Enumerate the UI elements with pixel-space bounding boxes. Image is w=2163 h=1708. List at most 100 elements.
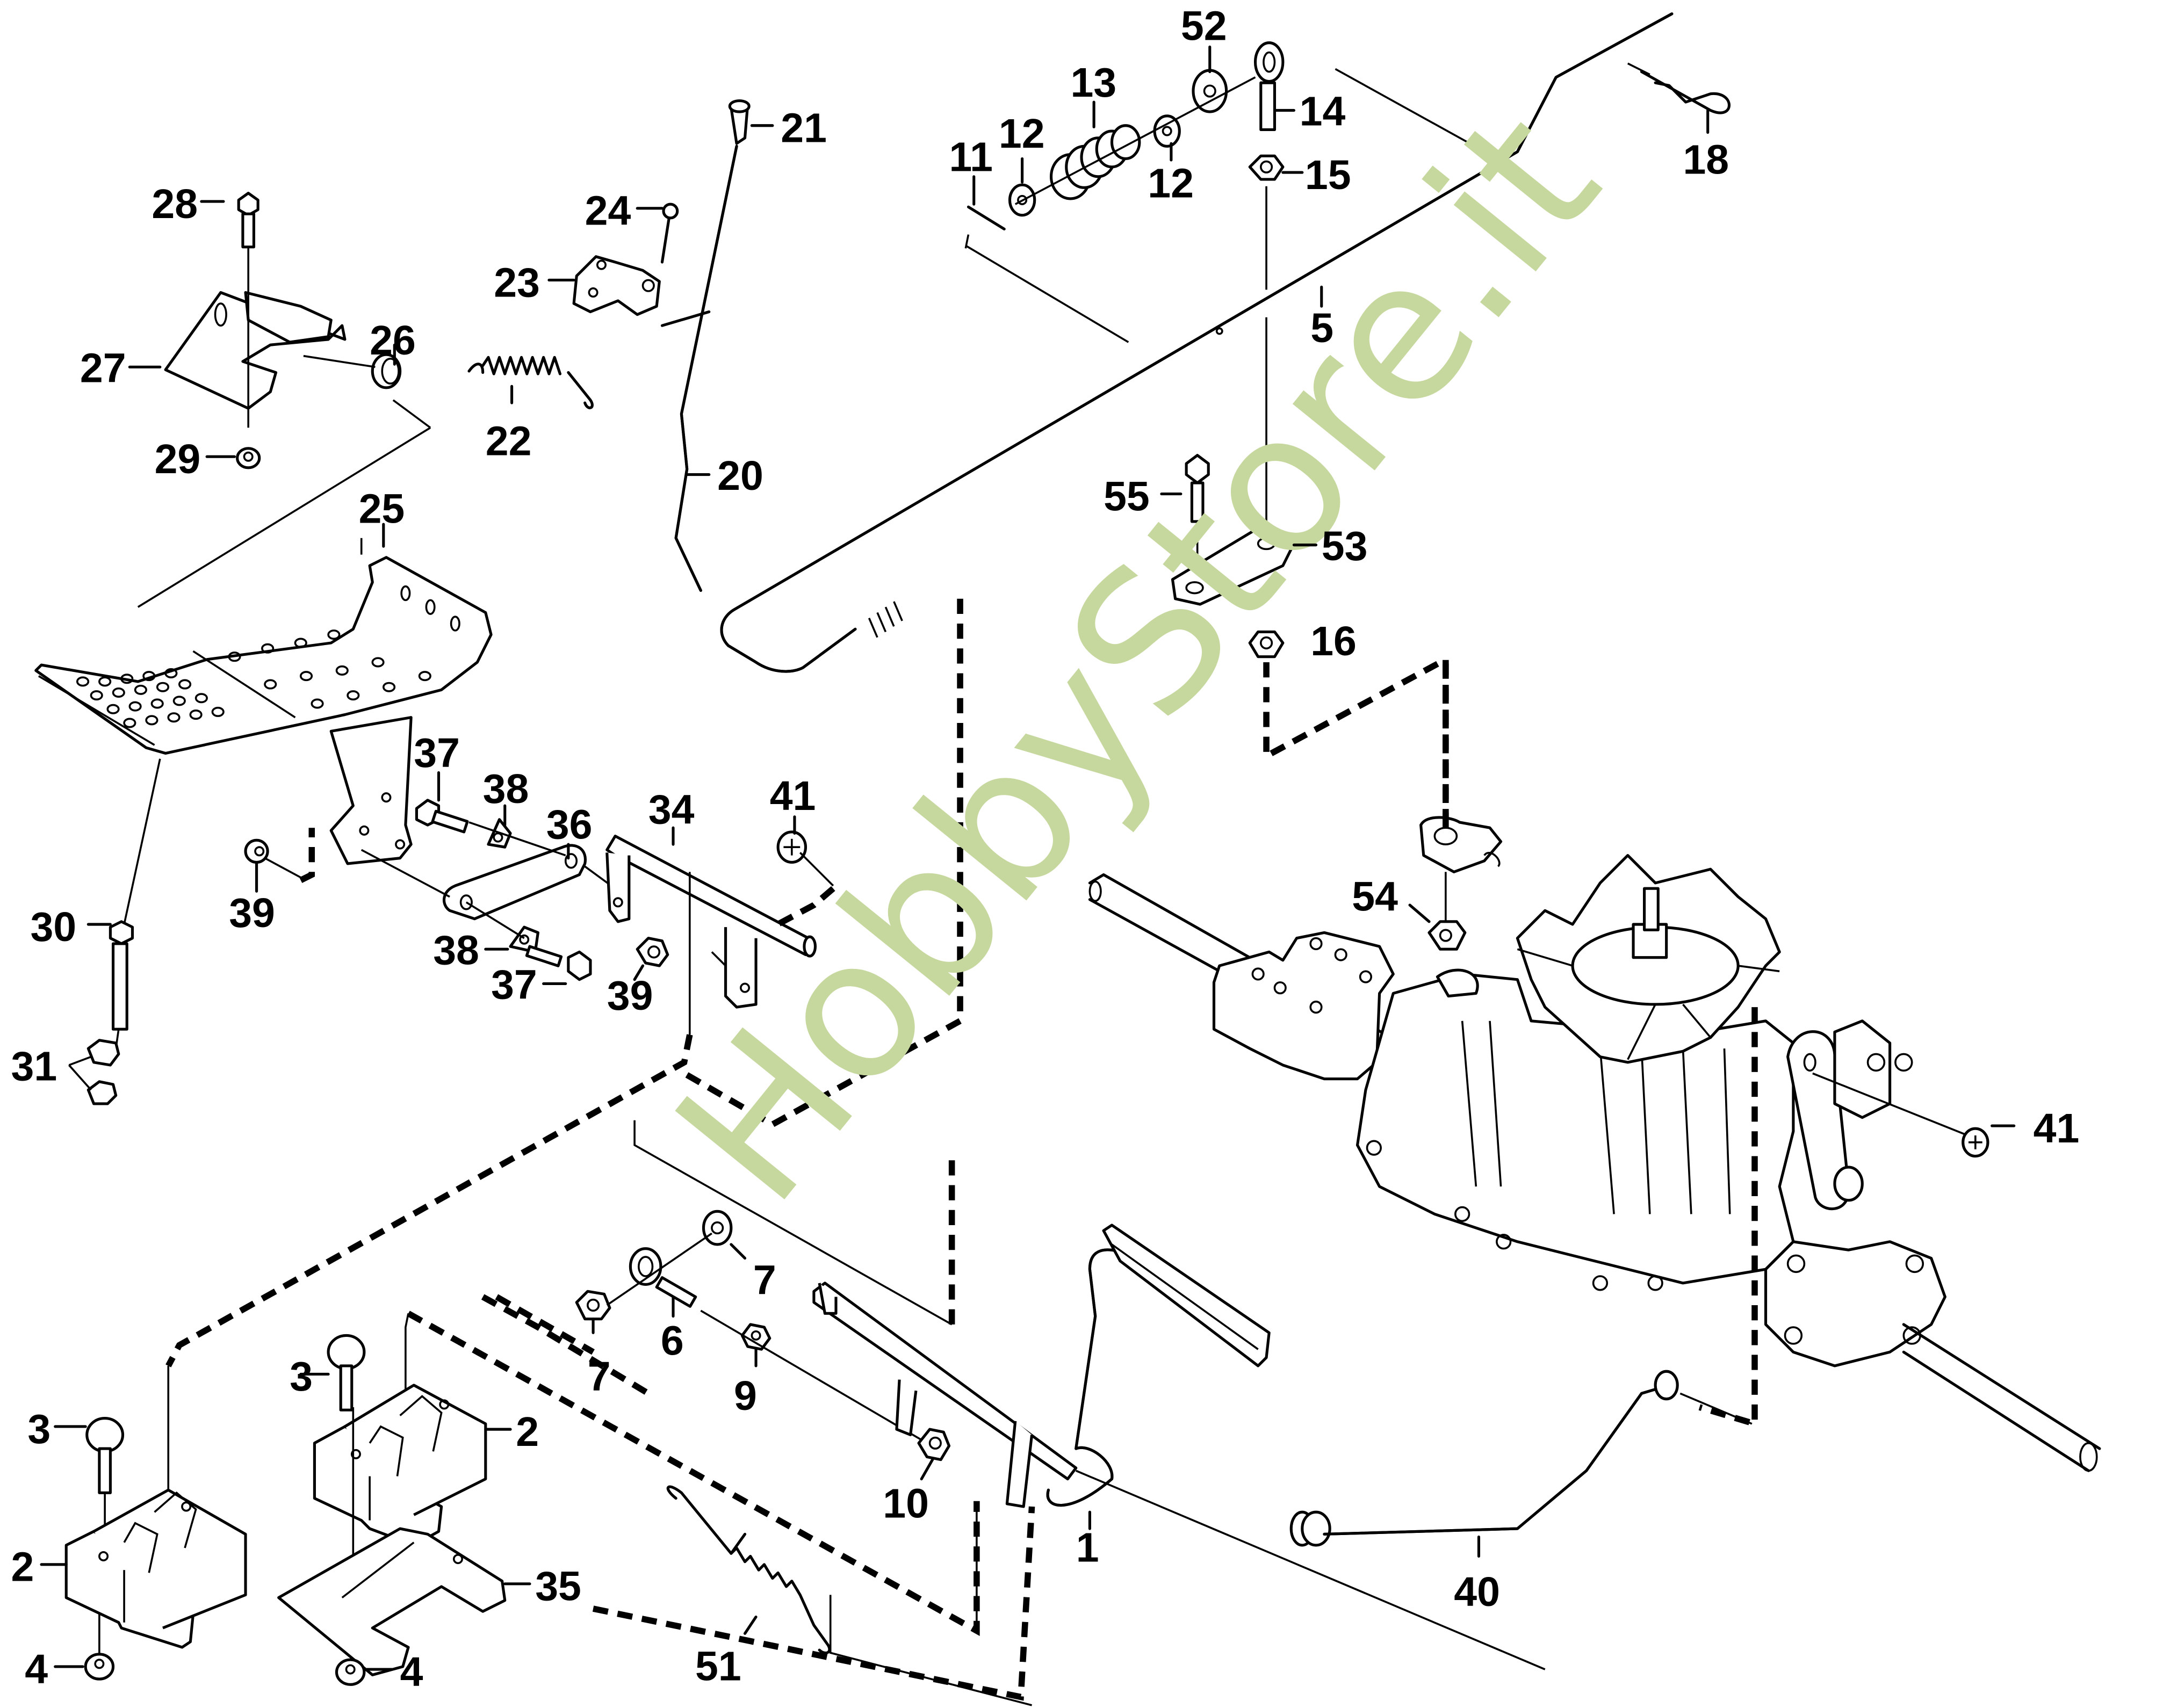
part-18-hairpin-clip xyxy=(1627,62,1731,114)
part-30-bolt xyxy=(109,920,134,1049)
leader-line xyxy=(465,901,525,939)
callout-35: 35 xyxy=(535,1564,581,1610)
part-3-carriage-bolt-right xyxy=(327,1334,366,1412)
callout-14: 14 xyxy=(1300,89,1346,135)
callout-29: 29 xyxy=(155,436,201,482)
callout-3-left: 3 xyxy=(27,1406,51,1452)
part-4-flange-nut-right xyxy=(335,1658,366,1686)
part-54-nut xyxy=(1427,920,1467,951)
part-28-bolt xyxy=(237,192,259,428)
part-40-link-rod xyxy=(1289,1370,1753,1547)
part-9-nut xyxy=(740,1323,772,1351)
callout-labels: 28 27 26 29 24 23 22 21 20 11 12 13 12 5… xyxy=(11,3,2080,1695)
callout-20: 20 xyxy=(717,453,763,499)
part-10-nut xyxy=(917,1428,951,1461)
callout-28: 28 xyxy=(152,181,198,227)
callout-51: 51 xyxy=(695,1644,741,1690)
part-2-block-left xyxy=(64,1488,247,1649)
part-31-flange-nut xyxy=(68,1039,120,1105)
control-arm xyxy=(1419,816,1503,873)
callout-4-right: 4 xyxy=(400,1649,423,1695)
callout-12-b: 12 xyxy=(1148,160,1194,206)
callout-24: 24 xyxy=(585,188,631,234)
callout-12-a: 12 xyxy=(999,111,1045,157)
leader-line xyxy=(606,1232,712,1306)
callout-41-right: 41 xyxy=(2034,1105,2080,1152)
callout-37-upper: 37 xyxy=(414,730,460,776)
part-2-block-right xyxy=(313,1384,487,1629)
part-6-eye-bolt xyxy=(629,1247,697,1308)
rod-thread xyxy=(868,601,903,638)
part-37-bolt-upper xyxy=(415,799,469,834)
part-25-foot-plate xyxy=(34,556,493,865)
callout-37-lower: 37 xyxy=(491,962,537,1008)
callout-26: 26 xyxy=(370,317,416,364)
dashed-leader xyxy=(495,1294,595,1355)
part-7-washer-right xyxy=(702,1210,733,1246)
callout-16: 16 xyxy=(1310,618,1357,664)
cooling-fan xyxy=(1516,854,1781,1064)
callout-38-upper: 38 xyxy=(483,766,529,812)
callout-3-right: 3 xyxy=(290,1354,313,1400)
part-35-plate xyxy=(277,1527,507,1676)
part-39-nut-right xyxy=(636,937,669,967)
dashed-leader xyxy=(1263,654,1449,828)
part-3-carriage-bolt-left xyxy=(85,1417,125,1554)
part-4-flange-nut-left xyxy=(84,1614,115,1681)
leader-line xyxy=(137,426,431,608)
dashed-leader xyxy=(592,1506,1035,1701)
callout-53: 53 xyxy=(1322,523,1368,569)
callout-6: 6 xyxy=(661,1318,684,1364)
callout-7-left: 7 xyxy=(588,1354,611,1400)
leader-line xyxy=(700,1309,928,1444)
leader-line xyxy=(829,1595,1033,1706)
callout-9: 9 xyxy=(734,1373,757,1419)
dashed-leader xyxy=(682,598,963,1128)
part-1-pedal-lever xyxy=(812,1224,1271,1508)
callout-18: 18 xyxy=(1683,137,1729,183)
part-12-washer-b xyxy=(1153,114,1181,148)
part-7-nut-washer-left xyxy=(575,1290,611,1321)
leader-line xyxy=(1335,68,1490,156)
part-24-screw xyxy=(660,202,679,264)
callout-34: 34 xyxy=(648,786,695,833)
callout-54: 54 xyxy=(1352,873,1398,920)
callout-31: 31 xyxy=(11,1043,57,1089)
callout-11: 11 xyxy=(949,134,993,180)
part-5-control-rod xyxy=(720,12,1674,673)
part-14-eye-bolt xyxy=(1253,41,1285,132)
callout-4-left: 4 xyxy=(25,1646,48,1692)
leader-line xyxy=(964,234,1129,343)
callout-7-right: 7 xyxy=(753,1257,776,1303)
part-29-nut xyxy=(236,447,261,469)
leader-line xyxy=(392,399,431,429)
part-39-nut-left xyxy=(244,828,315,883)
dashed-leader xyxy=(481,1294,650,1396)
callout-2-left: 2 xyxy=(11,1544,34,1590)
leader-line xyxy=(360,849,450,898)
callout-52: 52 xyxy=(1181,3,1227,49)
callout-23: 23 xyxy=(494,259,540,306)
part-11-pin xyxy=(967,205,1006,230)
part-15-nut xyxy=(1248,154,1285,181)
leader-line xyxy=(1014,76,1256,205)
callout-27: 27 xyxy=(80,345,126,392)
callout-36: 36 xyxy=(546,802,593,848)
callout-21: 21 xyxy=(781,105,827,151)
callout-15: 15 xyxy=(1305,152,1351,198)
callout-22: 22 xyxy=(486,418,532,465)
callout-25: 25 xyxy=(359,486,405,532)
part-16-nut xyxy=(1248,630,1285,658)
callout-13: 13 xyxy=(1070,60,1116,106)
part-53-plate xyxy=(1171,528,1293,606)
foot-plate-holes xyxy=(76,585,460,728)
part-27-bracket xyxy=(164,291,347,410)
part-23-bracket xyxy=(572,255,661,316)
part-41-push-nut-left xyxy=(771,830,835,930)
callout-2-right: 2 xyxy=(516,1409,539,1455)
callout-39-left: 39 xyxy=(229,890,275,936)
part-36-link-plate xyxy=(442,844,587,921)
part-22-spring xyxy=(467,356,594,409)
callout-30: 30 xyxy=(30,904,76,950)
